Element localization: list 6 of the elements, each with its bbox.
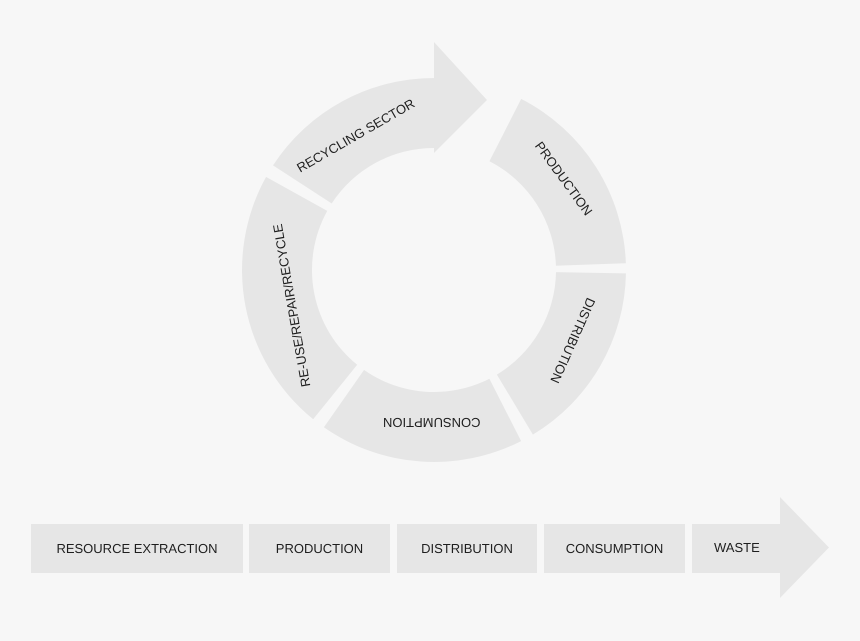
segment-label: CONSUMPTION (383, 414, 480, 430)
stage-box: DISTRIBUTION (397, 524, 537, 573)
arrow-shape: WASTE (692, 497, 829, 598)
stage-box: RESOURCE EXTRACTION (31, 524, 243, 573)
stage-box: CONSUMPTION (544, 524, 685, 573)
stage-box: PRODUCTION (249, 524, 390, 573)
